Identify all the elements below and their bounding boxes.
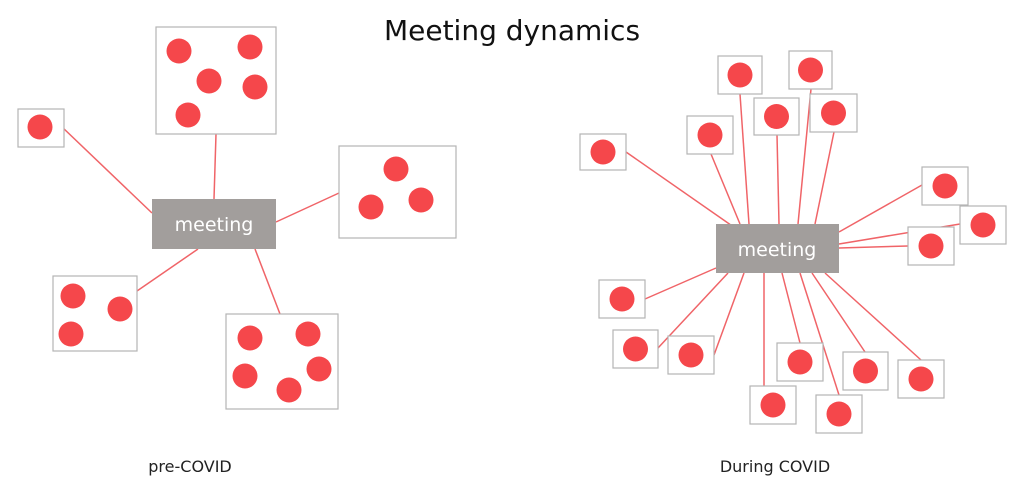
during-covid-group-box <box>788 50 833 90</box>
during-covid-group-5 <box>809 93 858 133</box>
during-covid-connection-3 <box>797 88 812 225</box>
during-covid-group-15 <box>897 359 945 399</box>
participant-dot <box>60 283 86 309</box>
during-covid-group-14 <box>842 351 889 391</box>
during-covid-connection-7 <box>838 184 923 233</box>
participant-dot <box>853 358 878 384</box>
participant-dot <box>609 286 635 312</box>
participant-dot <box>408 187 434 213</box>
pre-covid-connection-5 <box>254 248 281 315</box>
participant-dot <box>295 321 321 347</box>
pre-covid-meeting-hub <box>152 199 276 249</box>
participant-dot <box>623 336 648 362</box>
during-covid-group-10 <box>598 279 646 319</box>
participant-dot <box>970 212 996 238</box>
during-covid-connection-14 <box>811 272 866 353</box>
pre-covid-group-1 <box>17 108 65 148</box>
participant-dot <box>727 62 753 88</box>
diagram-title: Meeting dynamics <box>384 14 640 47</box>
participant-dot <box>798 57 823 83</box>
pre-covid-group-2 <box>155 26 277 135</box>
during-covid-connection-5 <box>814 131 835 225</box>
participant-dot <box>27 114 53 140</box>
participant-dot <box>760 392 786 418</box>
participant-dot <box>590 139 616 165</box>
participant-dot <box>242 74 268 100</box>
during-covid-connection-10 <box>644 267 717 300</box>
during-covid-groups <box>579 50 1007 434</box>
pre-covid-groups <box>17 26 457 410</box>
participant-dot <box>764 104 789 129</box>
participant-dot <box>232 363 258 389</box>
during-covid-group-17 <box>815 394 863 434</box>
participant-dot <box>166 38 192 64</box>
participant-dot <box>697 122 723 148</box>
participant-dot <box>932 173 958 199</box>
participant-dot <box>787 349 813 375</box>
pre-covid-hub-label: meeting <box>175 214 254 236</box>
participant-dot <box>826 401 852 427</box>
pre-covid-connection-2 <box>213 133 217 200</box>
pre-covid-connection-4 <box>136 248 199 292</box>
pre-covid-group-5 <box>225 313 339 410</box>
participant-dot <box>237 325 263 351</box>
participant-dot <box>196 68 222 94</box>
during-covid-group-12 <box>667 335 715 375</box>
during-covid-connection-12 <box>713 272 745 356</box>
participant-dot <box>175 102 201 128</box>
during-covid-group-3 <box>788 50 833 90</box>
during-covid-group-8 <box>959 205 1007 245</box>
during-covid-diagram: meeting During COVID <box>579 50 1007 476</box>
participant-dot <box>383 156 409 182</box>
pre-covid-connection-1 <box>61 126 153 214</box>
during-covid-connection-13 <box>781 272 801 344</box>
during-covid-group-13 <box>776 342 824 382</box>
pre-covid-connection-3 <box>275 192 340 223</box>
pre-covid-group-3 <box>338 145 457 239</box>
during-covid-meeting-hub <box>716 224 839 273</box>
during-covid-connection-9 <box>838 245 909 249</box>
during-covid-connection-4 <box>776 134 780 225</box>
during-covid-caption: During COVID <box>720 457 830 476</box>
during-covid-connection-15 <box>824 272 922 361</box>
participant-dot <box>358 194 384 220</box>
pre-covid-connections <box>61 126 340 315</box>
participant-dot <box>306 356 332 382</box>
during-covid-group-16 <box>749 385 797 425</box>
during-covid-group-11 <box>612 329 659 369</box>
during-covid-connection-2 <box>739 93 750 225</box>
during-covid-group-7 <box>921 166 969 206</box>
during-covid-hub-label: meeting <box>738 239 817 261</box>
during-covid-group-1 <box>579 133 627 171</box>
during-covid-connection-1 <box>625 151 739 231</box>
during-covid-group-2 <box>717 55 763 95</box>
during-covid-group-9 <box>907 226 955 266</box>
pre-covid-group-4 <box>52 275 138 352</box>
participant-dot <box>276 377 302 403</box>
during-covid-group-4 <box>753 97 800 136</box>
participant-dot <box>678 342 704 368</box>
participant-dot <box>58 321 84 347</box>
pre-covid-diagram: meeting pre-COVID <box>17 26 457 476</box>
pre-covid-caption: pre-COVID <box>148 457 231 476</box>
during-covid-connection-6 <box>710 153 741 225</box>
participant-dot <box>237 34 263 60</box>
participant-dot <box>908 366 934 392</box>
during-covid-connection-17 <box>799 272 840 396</box>
participant-dot <box>918 233 944 259</box>
during-covid-group-6 <box>686 115 734 155</box>
participant-dot <box>107 296 133 322</box>
participant-dot <box>821 100 846 126</box>
